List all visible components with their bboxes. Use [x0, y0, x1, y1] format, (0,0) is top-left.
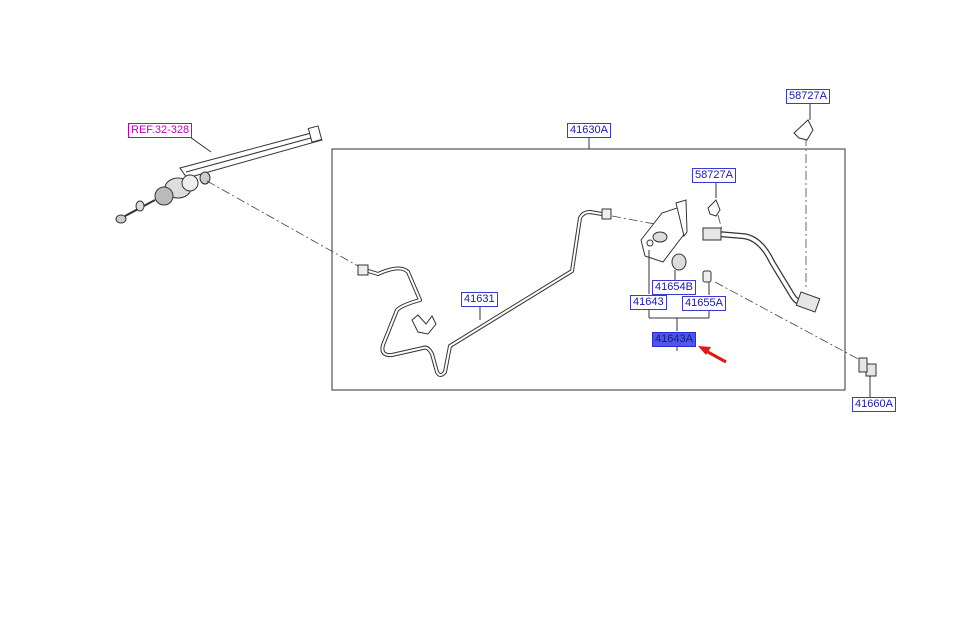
plug-label[interactable]: 41655A — [682, 296, 726, 311]
clip-top-label[interactable]: 58727A — [786, 89, 830, 104]
hose-ends — [702, 227, 821, 313]
bracket-label[interactable]: 41643 — [630, 295, 667, 310]
plug — [702, 270, 712, 283]
master-cylinder — [115, 125, 323, 224]
selected-part-label[interactable]: 41643A — [652, 332, 696, 347]
pipe-clip — [411, 314, 437, 335]
bracket — [640, 199, 688, 263]
assembly-frame — [331, 148, 846, 391]
grommet — [671, 253, 687, 271]
pipe-fittings — [357, 208, 612, 276]
ref-label[interactable]: REF.32-328 — [128, 123, 193, 138]
clip-mid-label[interactable]: 58727A — [692, 168, 736, 183]
bolt-label[interactable]: 41660A — [852, 397, 896, 412]
flexible-hose — [717, 232, 803, 305]
clip-top — [793, 119, 814, 141]
pointer-arrow — [698, 346, 727, 364]
pipe-label[interactable]: 41631 — [461, 292, 498, 307]
assembly-label[interactable]: 41630A — [567, 123, 611, 138]
bolt — [858, 357, 877, 377]
leader-lines — [479, 250, 710, 351]
clip-mid — [707, 199, 721, 217]
grommet-label[interactable]: 41654B — [652, 280, 696, 295]
